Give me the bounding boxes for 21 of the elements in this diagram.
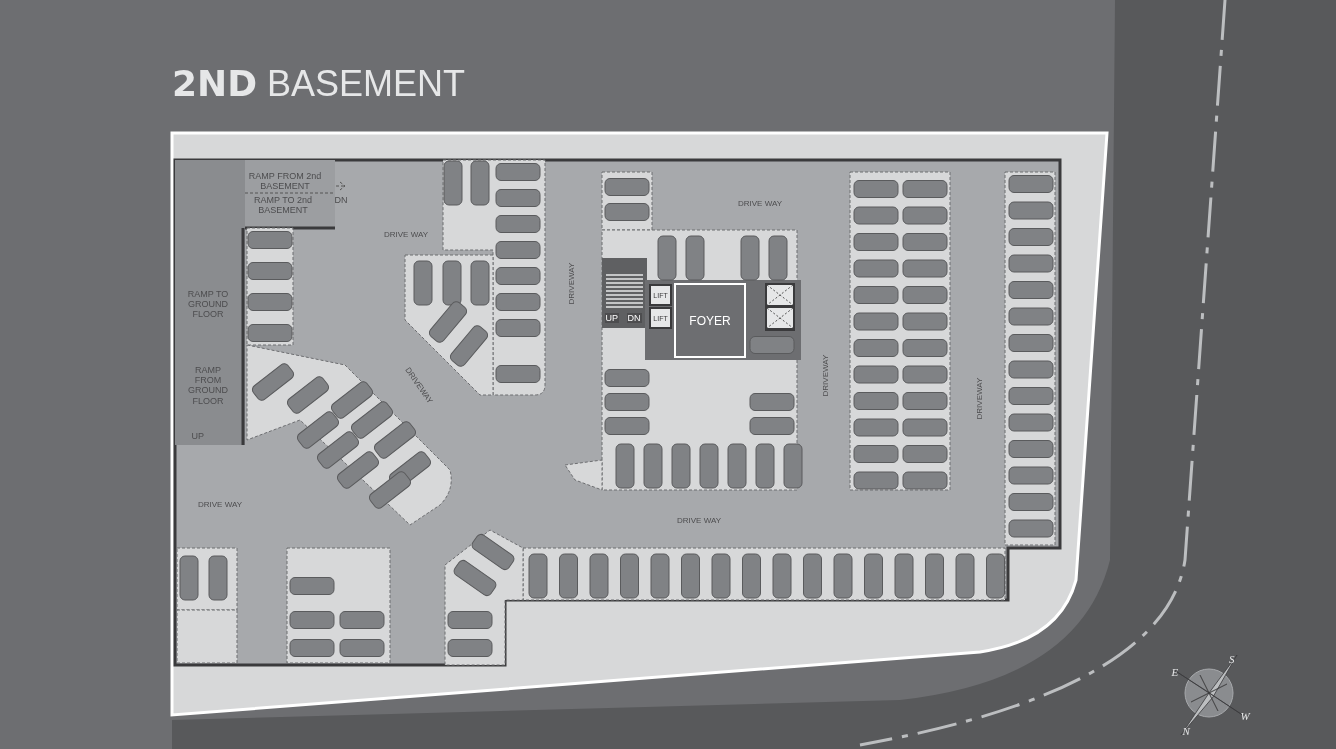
driveway-label: DRIVEWAY — [567, 262, 577, 304]
driveway-label: DRIVE WAY — [738, 198, 782, 208]
driveway-label: DRIVE WAY — [677, 515, 721, 525]
compass-letter: S — [1229, 652, 1235, 666]
compass-letter: N — [1182, 724, 1190, 738]
driveway-label: DRIVE WAY — [198, 499, 242, 509]
ramp-label: RAMP FROM 2nd BASEMENT — [247, 170, 323, 192]
ramp-label: RAMP TO 2nd BASEMENT — [253, 194, 313, 216]
foyer-room: FOYER — [674, 283, 746, 358]
ramp-direction-label: DN — [334, 195, 348, 206]
compass-letter: W — [1240, 709, 1250, 723]
stair-direction-label: DN — [626, 313, 642, 324]
ramp-direction-label: UP — [191, 431, 204, 442]
stair-direction-label: UP — [604, 313, 619, 324]
ramp-label: RAMP FROM GROUND FLOOR — [187, 364, 229, 406]
driveway-label: DRIVE WAY — [384, 229, 428, 239]
driveway-label: DRIVEWAY — [975, 377, 985, 419]
plan-title: 2ND BASEMENT — [172, 66, 466, 102]
compass-letter: E — [1171, 665, 1179, 679]
ramp-label: RAMP TO GROUND FLOOR — [186, 288, 230, 320]
driveway-label: DRIVEWAY — [821, 354, 831, 396]
